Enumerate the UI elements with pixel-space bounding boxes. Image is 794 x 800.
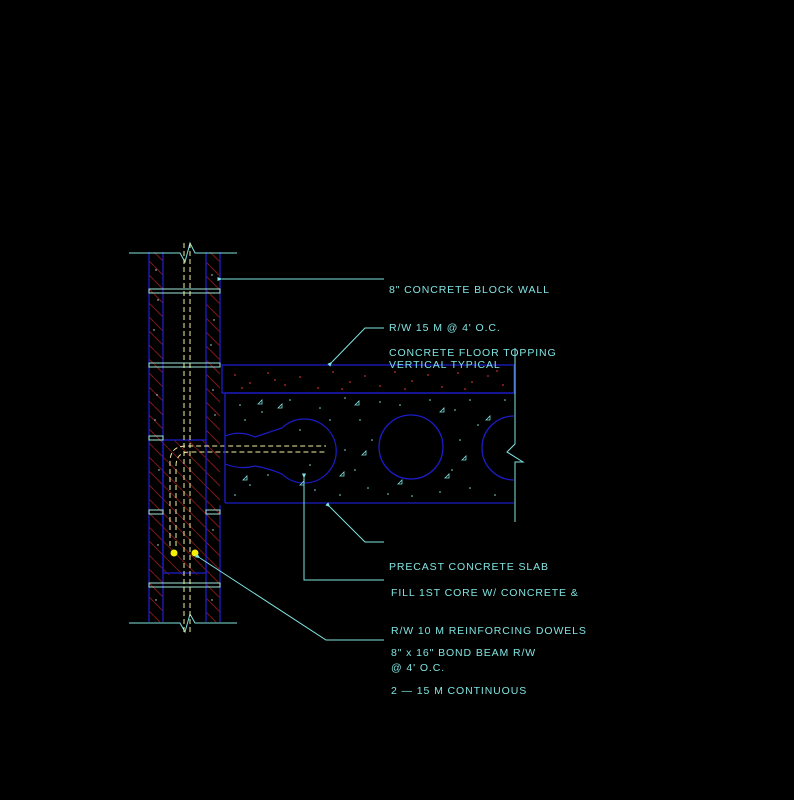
- callout-block-wall: 8" CONCRETE BLOCK WALL R/W 15 M @ 4' O.C…: [389, 259, 550, 384]
- callout-line: 8" CONCRETE BLOCK WALL: [389, 284, 550, 296]
- callout-line: 2 — 15 M CONTINUOUS: [391, 684, 528, 697]
- callout-fill-core: FILL 1ST CORE W/ CONCRETE & R/W 10 M REI…: [391, 562, 587, 687]
- callout-line: 8" x 16" BOND BEAM R/W: [391, 647, 537, 659]
- precast-concrete-slab: [224, 348, 525, 522]
- callout-line: VERTICAL TYPICAL: [389, 359, 501, 371]
- callout-line: CONCRETE FLOOR TOPPING: [389, 347, 557, 359]
- callout-line: R/W 10 M REINFORCING DOWELS: [391, 624, 587, 637]
- rebar: [169, 243, 326, 632]
- bond-beam-bars: [170, 549, 199, 557]
- callout-line: PRECAST CONCRETE SLAB: [389, 561, 549, 573]
- callout-line: FILL 1ST CORE W/ CONCRETE &: [391, 587, 579, 599]
- block-wall: [129, 241, 237, 634]
- callout-floor-topping: CONCRETE FLOOR TOPPING: [389, 322, 557, 372]
- callout-line: @ 4' O.C.: [391, 662, 446, 674]
- callout-bond-beam: 8" x 16" BOND BEAM R/W 2 — 15 M CONTINUO…: [391, 622, 536, 710]
- callout-line: R/W 15 M @ 4' O.C.: [389, 321, 501, 334]
- leader-lines: [195, 277, 384, 641]
- callout-precast-slab: PRECAST CONCRETE SLAB: [389, 536, 549, 586]
